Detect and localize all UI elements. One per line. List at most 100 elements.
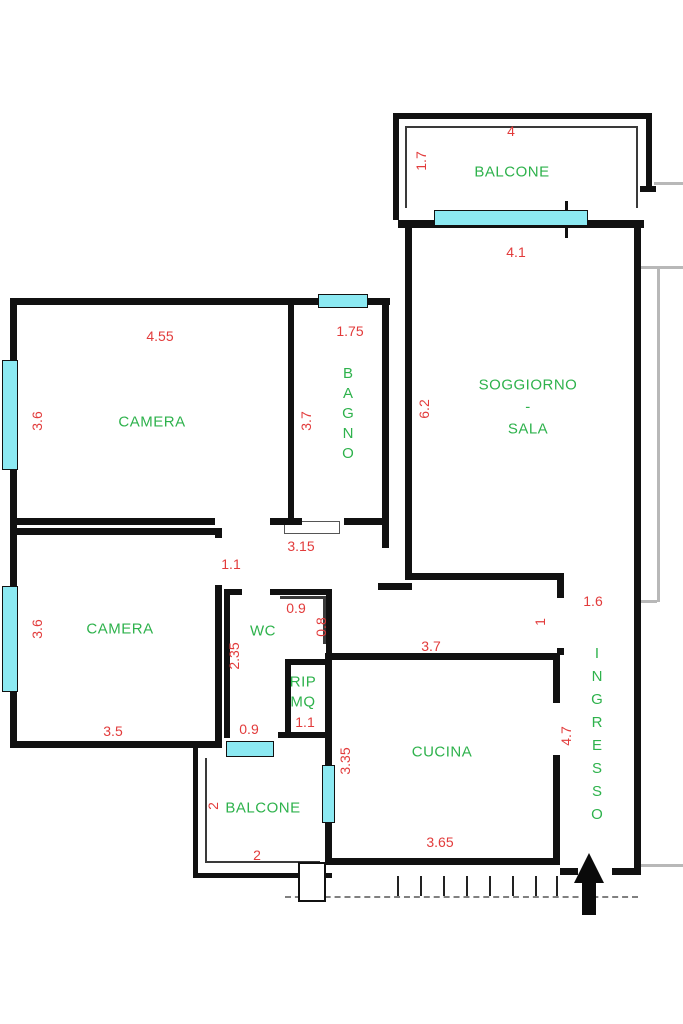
- dim-passage-width: 0.9: [239, 721, 259, 737]
- window: [2, 586, 18, 692]
- window: [2, 360, 18, 470]
- wall-segment: [193, 748, 198, 878]
- wall-segment: [325, 822, 332, 865]
- railing-tick: [535, 876, 537, 896]
- dim-wc-height: 2.35: [226, 642, 242, 670]
- room-label-ingresso: INGRESSO: [588, 645, 606, 829]
- neighbour-line: [657, 268, 660, 602]
- wall-segment: [270, 589, 332, 595]
- wall-segment: [193, 873, 332, 878]
- dim-balcone-bottom-depth: 2: [205, 802, 221, 810]
- window: [322, 765, 335, 823]
- parapet-line: [405, 126, 407, 208]
- wall-segment: [382, 298, 389, 518]
- wall-segment: [634, 220, 641, 875]
- wall-segment: [393, 113, 399, 220]
- dim-bagno-height: 3.7: [298, 411, 314, 431]
- room-label-cucina: CUCINA: [411, 743, 473, 761]
- dim-cucina-height: 3.35: [337, 747, 353, 775]
- dim-balcone-top-width: 4: [507, 123, 515, 139]
- dim-camera-top-width: 4.55: [146, 328, 174, 344]
- wall-segment: [215, 585, 222, 748]
- room-label-balcone-top: BALCONE: [474, 163, 550, 181]
- wall-segment: [557, 580, 564, 598]
- neighbour-line: [641, 864, 683, 867]
- room-label-soggiorno-dash: -: [525, 398, 531, 416]
- wall-segment: [382, 518, 389, 548]
- room-label-rip: RIP: [289, 673, 317, 691]
- dim-ingresso-width: 1.6: [583, 593, 603, 609]
- neighbour-line: [641, 600, 657, 603]
- wall-segment: [285, 659, 291, 738]
- wall-segment: [10, 741, 222, 748]
- window: [434, 210, 588, 226]
- dim-wc-niche-height: 0.8: [313, 617, 329, 637]
- wall-segment: [278, 732, 332, 738]
- railing-tick: [397, 876, 399, 896]
- room-label-camera-top: CAMERA: [118, 413, 186, 431]
- wall-segment: [325, 653, 332, 768]
- wall-segment: [640, 186, 656, 192]
- dim-hall-door: 1.1: [221, 556, 241, 572]
- wall-segment: [405, 228, 412, 580]
- railing-tick: [466, 876, 468, 896]
- wall-segment: [393, 113, 652, 119]
- room-label-camera-bottom: CAMERA: [86, 620, 154, 638]
- parapet-line: [205, 758, 207, 863]
- wall-segment: [10, 528, 215, 535]
- niche-line: [280, 596, 326, 599]
- dim-cucina-top-width: 3.7: [421, 638, 441, 654]
- wall-segment: [557, 648, 564, 655]
- room-label-balcone-bottom: BALCONE: [225, 799, 301, 817]
- wall-segment: [553, 660, 560, 703]
- wall-segment: [646, 113, 652, 192]
- dim-balcone-bottom-width: 2: [253, 847, 261, 863]
- wall-segment: [326, 589, 332, 665]
- wall-segment: [325, 858, 560, 865]
- wall-segment: [405, 573, 564, 580]
- window: [318, 294, 368, 308]
- dim-balcone-top-depth: 1.7: [413, 151, 429, 171]
- wall-segment: [553, 755, 560, 858]
- dim-ingresso-door: 1: [532, 618, 548, 626]
- parapet-line: [636, 126, 638, 208]
- wall-segment: [285, 659, 332, 665]
- wall-segment: [344, 518, 385, 525]
- neighbour-line: [641, 266, 683, 269]
- niche-line: [323, 596, 326, 644]
- dim-hall-width: 3.15: [287, 538, 315, 554]
- dim-cucina-bottom-width: 3.65: [426, 834, 454, 850]
- wall-segment: [270, 518, 290, 525]
- dim-wc-niche-width: 0.9: [286, 600, 306, 616]
- room-label-wc: WC: [250, 622, 276, 640]
- railing-tick: [512, 876, 514, 896]
- entrance-arrow-icon: [574, 853, 604, 883]
- room-label-sala: SALA: [507, 420, 549, 438]
- neighbour-line: [654, 182, 683, 185]
- wall-segment: [228, 589, 242, 595]
- wall-segment: [378, 583, 412, 590]
- wall-segment: [224, 589, 230, 738]
- dim-camera-bottom-height: 3.6: [29, 619, 45, 639]
- wall-segment: [215, 528, 222, 538]
- room-label-bagno: BAGNO: [339, 365, 357, 465]
- room-label-rip-mq: MQ: [290, 693, 316, 711]
- railing-tick: [420, 876, 422, 896]
- wall-segment: [10, 298, 390, 305]
- entry-step: [298, 862, 326, 902]
- wall-segment: [288, 518, 302, 525]
- entrance-arrow-shaft: [582, 881, 596, 915]
- room-label-soggiorno: SOGGIORNO: [478, 376, 578, 394]
- railing-tick: [489, 876, 491, 896]
- wall-segment: [560, 868, 578, 875]
- wall-segment: [612, 868, 641, 875]
- dim-soggiorno-width: 4.1: [506, 244, 526, 260]
- wall-segment: [10, 518, 215, 525]
- dim-camera-top-height: 3.6: [29, 411, 45, 431]
- parapet-line: [205, 861, 320, 863]
- dim-soggiorno-height: 6.2: [416, 399, 432, 419]
- railing-tick: [443, 876, 445, 896]
- property-dashed-line: [285, 896, 638, 898]
- window: [226, 741, 274, 757]
